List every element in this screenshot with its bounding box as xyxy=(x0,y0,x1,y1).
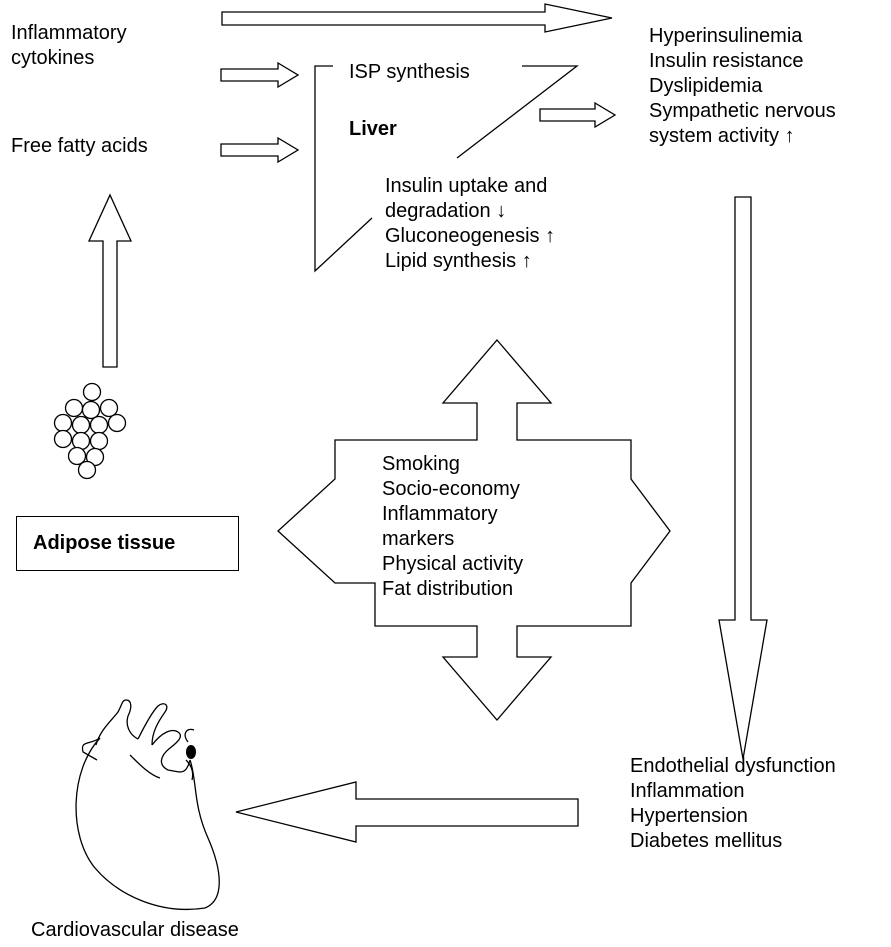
center-factor-4: markers xyxy=(382,528,455,550)
liver-outline-left xyxy=(314,65,373,273)
center-factor-3: Inflammatory xyxy=(382,503,498,525)
metabolic-item-1: Hyperinsulinemia xyxy=(649,25,803,47)
arrow-liver-to-metabolic xyxy=(539,101,617,129)
arrow-fatty-acids-to-liver xyxy=(220,136,300,164)
liver-effect-4: Lipid synthesis ↑ xyxy=(385,250,532,272)
liver-effect-2: degradation ↓ xyxy=(385,200,507,222)
metabolic-effects: Hyperinsulinemia Insulin resistance Dysl… xyxy=(649,24,836,149)
liver-effect-3: Gluconeogenesis ↑ xyxy=(385,225,556,247)
metabolic-item-2: Insulin resistance xyxy=(649,50,804,72)
input-cytokines-line-1: Inflammatory xyxy=(11,22,127,44)
adipocyte-cluster-icon xyxy=(53,382,127,480)
metabolic-item-3: Dyslipidemia xyxy=(649,75,763,97)
adipose-tissue-box xyxy=(16,516,239,571)
heart-icon xyxy=(75,699,220,910)
input-cytokines: Inflammatory cytokines xyxy=(11,21,127,71)
metabolic-item-5: system activity ↑ xyxy=(649,125,795,147)
vascular-item-3: Hypertension xyxy=(630,805,748,827)
center-factors: Smoking Socio-economy Inflammatory marke… xyxy=(382,452,523,602)
center-factor-1: Smoking xyxy=(382,453,460,475)
arrow-adipose-to-fatty-acids xyxy=(87,193,133,368)
liver-isp-synthesis: ISP synthesis xyxy=(349,61,470,83)
input-fatty-acids: Free fatty acids xyxy=(11,135,148,157)
center-factor-2: Socio-economy xyxy=(382,478,520,500)
vascular-item-2: Inflammation xyxy=(630,780,745,802)
four-way-arrow xyxy=(277,339,671,721)
liver-outline-right xyxy=(456,65,579,159)
metabolic-item-4: Sympathetic nervous xyxy=(649,100,836,122)
vascular-item-4: Diabetes mellitus xyxy=(630,830,783,852)
adipose-tissue-label: Adipose tissue xyxy=(33,532,176,554)
vascular-item-1: Endothelial dysfunction xyxy=(630,755,836,777)
liver-label: Liver xyxy=(349,118,397,140)
vascular-effects: Endothelial dysfunction Inflammation Hyp… xyxy=(630,754,836,854)
center-factor-5: Physical activity xyxy=(382,553,524,575)
liver-effect-1: Insulin uptake and xyxy=(385,175,548,197)
arrow-cytokines-to-liver xyxy=(220,61,300,89)
arrow-cytokines-to-metabolic xyxy=(221,3,613,33)
liver-effects: Insulin uptake and degradation ↓ Glucone… xyxy=(385,174,555,274)
arrow-vascular-to-heart xyxy=(235,781,579,843)
input-cytokines-line-2: cytokines xyxy=(11,47,95,69)
cardiovascular-disease-label: Cardiovascular disease xyxy=(31,919,239,941)
center-factor-6: Fat distribution xyxy=(382,578,514,600)
arrow-metabolic-to-vascular xyxy=(718,196,768,760)
